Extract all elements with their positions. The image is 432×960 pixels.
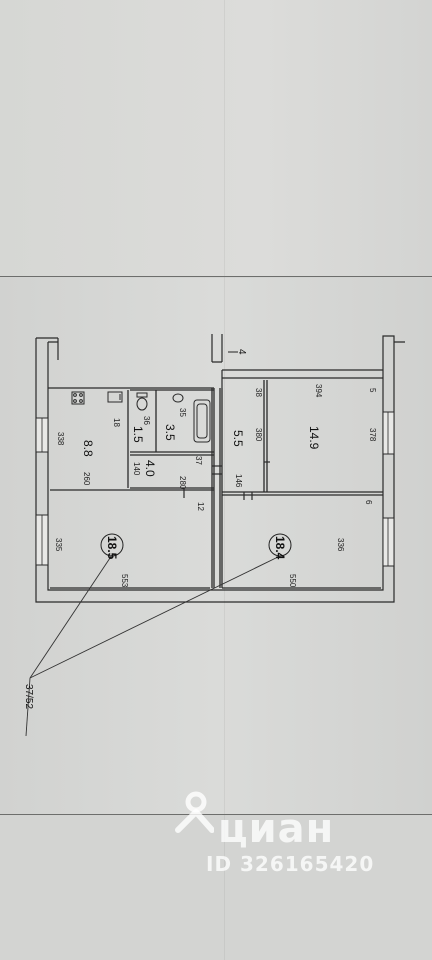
bathtub-icon <box>193 399 211 443</box>
watermark: циан ID 326165420 <box>170 790 410 880</box>
dim-label: 553 <box>120 574 129 588</box>
dim-label: 36 <box>142 416 151 425</box>
dim-label: 37 <box>194 456 203 465</box>
room-area-room-a: 14.9 <box>307 426 321 450</box>
dim-label: 146 <box>234 474 243 488</box>
wall-mark: 4 <box>236 349 247 355</box>
window-right-upper <box>382 411 395 455</box>
cian-logo-icon <box>175 791 214 833</box>
dim-label: 18 <box>112 418 121 427</box>
dim-label: 12 <box>196 502 205 511</box>
toilet-icon <box>136 397 148 411</box>
dim-label: 260 <box>82 472 91 486</box>
leader-line <box>29 554 113 679</box>
watermark-brand: циан <box>218 806 335 852</box>
paper-fold-line <box>0 814 432 815</box>
room-area-hall: 4.0 <box>143 460 157 477</box>
washbasin-icon <box>172 393 184 403</box>
dim-label: 280 <box>178 476 187 490</box>
window-right-lower <box>382 517 395 567</box>
dim-label: 378 <box>368 428 377 442</box>
paper-sheet-main <box>0 278 432 814</box>
watermark-listing-id: ID 326165420 <box>206 852 375 876</box>
paper-crease <box>224 0 225 960</box>
dim-label: 35 <box>178 408 187 417</box>
stove-icon <box>71 391 85 405</box>
area-circle <box>268 533 292 557</box>
dim-label: 336 <box>336 538 345 552</box>
leader-line <box>29 555 281 679</box>
paper-sheet-top <box>0 0 432 276</box>
room-area-bath: 3.5 <box>163 424 177 441</box>
paper-sheet-bottom <box>0 816 432 960</box>
dim-label: 335 <box>54 538 63 552</box>
dim-label: 38 <box>254 388 263 397</box>
dim-label: 380 <box>254 428 263 442</box>
room-area-kitchen: 8.8 <box>81 440 95 457</box>
sink-icon <box>107 391 123 403</box>
room-area-wc: 1.5 <box>131 426 145 443</box>
dim-label: 140 <box>132 462 141 476</box>
dim-label: 338 <box>56 432 65 446</box>
outer-wall <box>35 338 395 603</box>
flat-number: 37/52 <box>23 684 34 709</box>
room-area-room-c: 18.4 <box>273 536 287 560</box>
area-circle <box>100 533 124 557</box>
room-area-corridor: 5.5 <box>231 430 245 447</box>
dim-label: 394 <box>314 384 323 398</box>
dim-label: 6 <box>364 500 373 505</box>
dim-label: 5 <box>368 388 377 393</box>
paper-fold-line <box>0 276 432 277</box>
dim-label: 550 <box>288 574 297 588</box>
room-area-room-b: 18.5 <box>105 536 119 560</box>
